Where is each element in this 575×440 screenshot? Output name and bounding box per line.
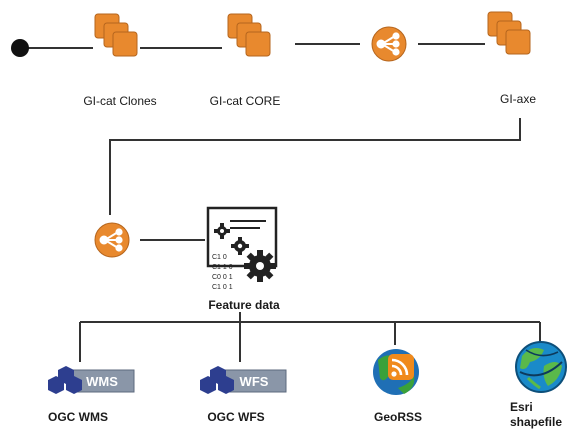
esri-globe-icon: [515, 341, 567, 393]
code-line: C1 0: [212, 254, 227, 261]
server-stack-icon: [227, 13, 271, 57]
wms-badge-text: WMS: [86, 374, 118, 389]
ogc-wms-logo-icon: [48, 366, 135, 394]
georss-label: GeoRSS: [373, 410, 423, 424]
start-node-dot: [11, 39, 29, 57]
ogc-wms-label: OGC WMS: [48, 410, 108, 424]
esri-shapefile-label: Esri shapefile: [510, 400, 563, 429]
feature-data-label: Feature data: [208, 298, 280, 312]
server-stack-icon: [487, 11, 531, 55]
load-balancer-icon: [371, 26, 407, 62]
georss-globe-icon: [373, 349, 419, 395]
server-stack-icon: [94, 13, 138, 57]
ogc-wfs-logo-icon: [200, 366, 287, 394]
connector-lines: [20, 43, 541, 362]
load-balancer-icon: [94, 222, 130, 258]
gi-cat-core-label: GI-cat CORE: [209, 94, 281, 108]
code-line: C1 0 1: [212, 284, 233, 291]
ogc-wfs-label: OGC WFS: [207, 410, 265, 424]
wfs-badge-text: WFS: [240, 374, 269, 389]
gi-cat-clones-label: GI-cat Clones: [83, 94, 157, 108]
code-line: C1 1 0: [212, 264, 233, 271]
document-gears-icon: [206, 206, 278, 282]
code-line: C0 0 1: [212, 274, 233, 281]
feature-code-lines: C1 0 C1 1 0 C0 0 1 C1 0 1: [212, 254, 233, 291]
gi-axe-label: GI-axe: [499, 92, 537, 106]
line-axe-to-balancer2: [109, 118, 521, 215]
